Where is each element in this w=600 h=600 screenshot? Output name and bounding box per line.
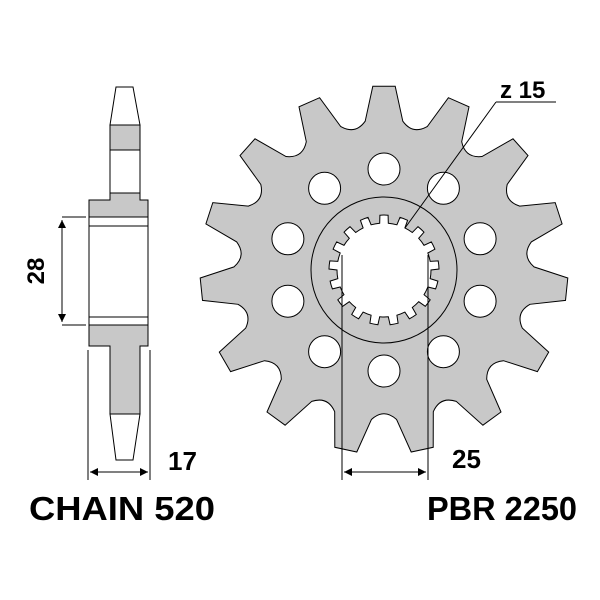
bolt-hole — [308, 335, 342, 369]
hub-diameter-label: 28 — [23, 258, 50, 285]
dimension-28 — [58, 216, 86, 326]
bolt-hole — [308, 171, 342, 205]
spline-bore — [328, 214, 440, 326]
bolt-hole — [426, 171, 460, 205]
bolt-hole — [463, 284, 497, 318]
bolt-hole — [463, 222, 497, 256]
top-tip — [109, 86, 141, 126]
bottom-tip — [109, 413, 141, 461]
part-number-label: PBR 2250 — [427, 490, 577, 527]
bolt-hole — [367, 152, 401, 186]
spline-width-label: 25 — [452, 444, 481, 474]
top-white-band — [109, 149, 141, 194]
chain-label: CHAIN 520 — [29, 490, 215, 527]
bolt-hole — [426, 335, 460, 369]
hub-bore — [88, 216, 149, 326]
side-view — [88, 86, 149, 461]
hub-ring — [310, 196, 458, 344]
dimension-25 — [341, 255, 429, 480]
top-gray-band — [109, 124, 141, 151]
hub-width-label: 17 — [168, 446, 197, 476]
bolt-hole — [367, 354, 401, 388]
bolt-hole — [271, 284, 305, 318]
front-view — [199, 85, 569, 453]
bolt-hole — [271, 222, 305, 256]
teeth-count-label: z 15 — [500, 77, 545, 104]
teeth-leader — [404, 101, 556, 229]
dimension-17 — [87, 350, 151, 480]
